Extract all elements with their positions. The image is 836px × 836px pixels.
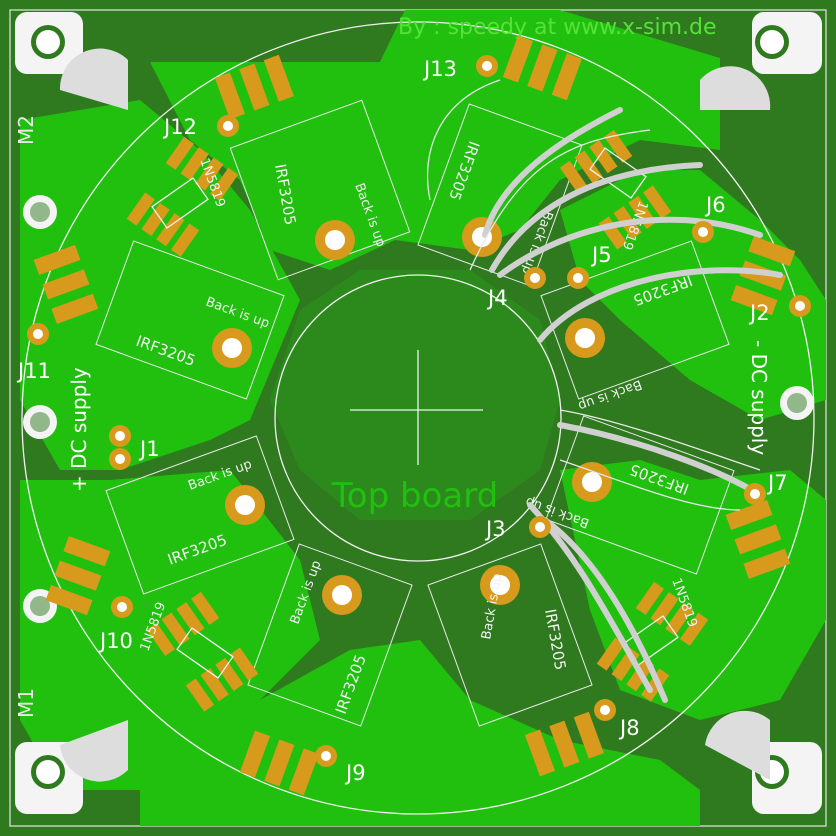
label-j12: J12 [162,115,197,139]
label-j7: J7 [766,471,788,495]
label-j4: J4 [486,286,508,310]
label-j2: J2 [748,301,770,325]
label-j3: J3 [484,517,506,541]
label-j10: J10 [98,629,133,653]
label-plus-dc-supply: + DC supply [67,367,91,492]
label-j9: J9 [344,761,366,785]
label-minus-dc-supply: - DC supply [747,340,771,455]
outline-circle [21,21,815,815]
label-j13: J13 [422,57,457,81]
connector-vias [27,55,811,767]
label-j11: J11 [16,359,51,383]
credit-text: By : speedy at www.x-sim.de [398,15,717,40]
label-j6: J6 [704,193,726,217]
edge-holes [23,195,814,623]
mark-m1: M1 [14,688,38,718]
diode-d1: 1N5819 [126,136,239,257]
mounting-holes [15,12,822,814]
center-label: Top board [331,476,498,516]
label-j1: J1 [138,437,160,461]
label-j5: J5 [590,243,612,267]
top-board-circle [274,274,562,562]
label-j8: J8 [618,716,640,740]
wire-bundle-top [426,79,783,343]
mark-m2: M2 [14,115,38,145]
center-crosshair [350,350,483,465]
smd-pads [33,35,796,796]
